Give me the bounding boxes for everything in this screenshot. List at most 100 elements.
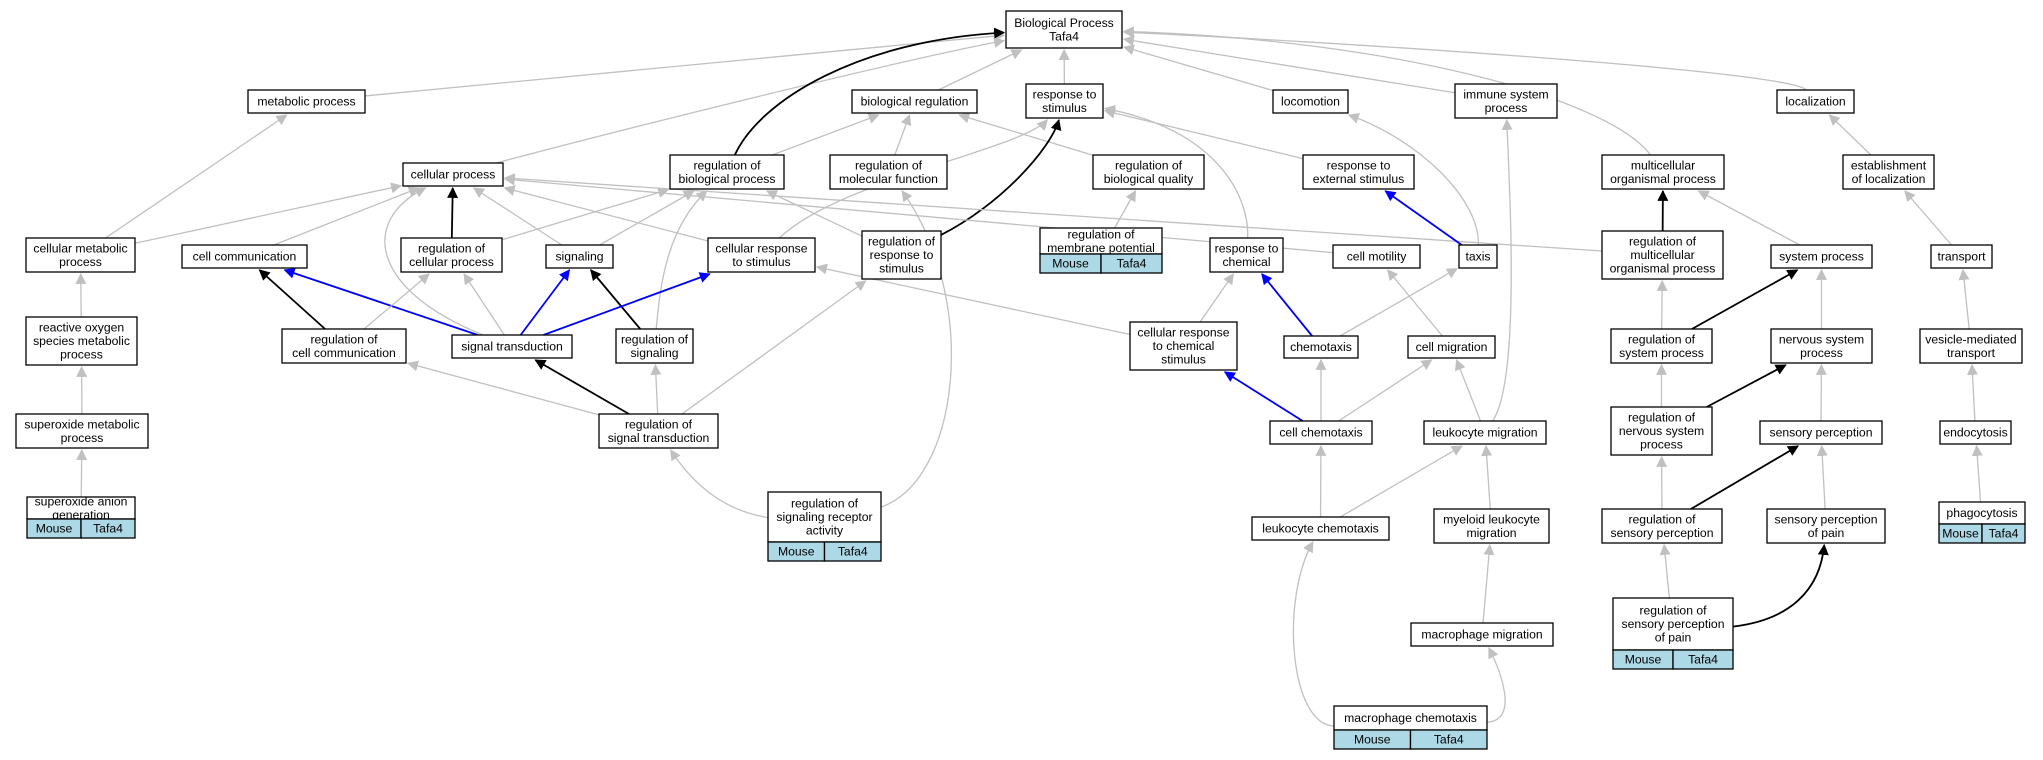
node-label-line: regulation of — [310, 332, 378, 346]
go-term-node-endo[interactable]: endocytosis — [1939, 420, 2012, 445]
edge-taxis-to-locom — [1347, 113, 1480, 246]
annotation-gene: Tafa4 — [838, 545, 868, 559]
node-label-line: organismal process — [1610, 172, 1716, 186]
node-box — [1092, 154, 1205, 190]
go-term-node-signaling[interactable]: signaling — [545, 244, 614, 269]
go-term-node-cellproc[interactable]: cellular process — [402, 162, 504, 187]
edge-regmemb-to-regqual — [1114, 190, 1136, 229]
node-label-line: cell communication — [292, 346, 396, 360]
edge-regsig-to-regbio — [655, 190, 708, 330]
go-term-node-cellcomm[interactable]: cell communication — [181, 244, 308, 269]
node-label-line: cell migration — [1416, 340, 1488, 354]
go-term-node-sigtrans[interactable]: signal transduction — [451, 334, 573, 359]
node-box — [1251, 516, 1390, 541]
edge-rext-to-rstim — [1103, 107, 1304, 160]
node-label-line: cellular response — [1137, 326, 1229, 340]
node-label-line: nervous system — [1619, 424, 1704, 438]
node-label-line: regulation of — [1628, 411, 1696, 425]
node-box — [1129, 321, 1238, 371]
go-term-node-metab[interactable]: metabolic process — [247, 89, 366, 114]
node-box — [1269, 420, 1373, 445]
edge-sigtrans-to-cellproc — [384, 187, 484, 336]
annotation-organism: Mouse — [778, 545, 815, 559]
go-term-node-motil[interactable]: cell motility — [1332, 244, 1421, 269]
node-box — [829, 154, 948, 190]
go-term-node-chemo[interactable]: chemotaxis — [1283, 335, 1359, 359]
go-term-node-leukmig[interactable]: leukocyte migration — [1423, 420, 1547, 445]
node-label-line: regulation of — [621, 332, 689, 346]
annotation-cell — [1409, 729, 1488, 750]
node-box — [402, 162, 504, 187]
go-term-node-migr[interactable]: cell migration — [1407, 335, 1496, 359]
node-box — [451, 334, 573, 359]
node-label-line: chemical — [1222, 255, 1270, 269]
node-label-line: of pain — [1655, 631, 1692, 645]
node-label-line: process — [61, 431, 104, 445]
node-label-line: cell communication — [193, 250, 297, 264]
go-term-node-cellchemo[interactable]: cell chemotaxis — [1269, 420, 1373, 445]
go-term-node-taxis[interactable]: taxis — [1458, 244, 1498, 269]
node-label-line: macrophage migration — [1421, 628, 1542, 642]
node-label-line: regulation of — [1639, 604, 1707, 618]
node-label-line: process — [1640, 438, 1683, 452]
node-box — [707, 237, 816, 273]
annotation-gene: Tafa4 — [1989, 527, 2019, 541]
annotation-organism: Mouse — [1354, 733, 1391, 747]
edge-regsrec-to-regst — [670, 449, 769, 519]
go-term-node-macmig[interactable]: macrophage migration — [1410, 622, 1554, 647]
node-label-line: regulation of — [1629, 235, 1697, 249]
node-label-line: myeloid leukocyte — [1443, 512, 1540, 526]
edge-regpain-to-regsensp — [1659, 543, 1671, 599]
node-label-line: vesicle-mediated — [1925, 332, 2016, 346]
edge-regsys-to-regmulti — [1656, 279, 1668, 330]
node-box — [25, 316, 138, 366]
go-term-node-sysproc[interactable]: system process — [1770, 244, 1873, 269]
node-label-line: leukocyte chemotaxis — [1262, 522, 1379, 536]
go-term-node-sensperc[interactable]: sensory perception — [1759, 420, 1883, 445]
go-term-node-local[interactable]: localization — [1776, 89, 1855, 114]
edge-regresp-to-rstim — [940, 118, 1062, 236]
edge-sigtrans-to-cresp — [543, 272, 711, 336]
go-term-node-locom[interactable]: locomotion — [1272, 89, 1349, 114]
go-term-node-leukchemo[interactable]: leukocyte chemotaxis — [1251, 516, 1390, 541]
node-box — [1025, 83, 1104, 119]
go-term-node-transport[interactable]: transport — [1930, 244, 1993, 269]
go-term-node-bioreg[interactable]: biological regulation — [851, 89, 978, 114]
